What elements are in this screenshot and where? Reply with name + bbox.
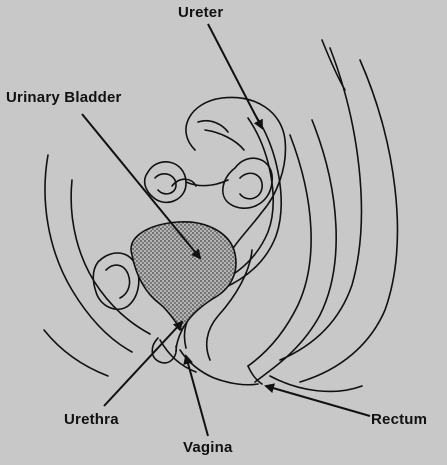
ovary-loop-right	[223, 158, 272, 208]
pubis-inner	[106, 265, 130, 298]
uterus-fold-2	[205, 130, 244, 150]
ureter-pointer	[208, 24, 262, 128]
back-contour	[322, 40, 345, 90]
ovary-loop-right-inner	[240, 173, 262, 199]
lower-contour	[44, 330, 108, 376]
label-urinary-bladder: Urinary Bladder	[6, 89, 122, 106]
pubis-outline	[93, 253, 139, 309]
ovary-loop-left	[145, 162, 186, 203]
uterus-fold	[198, 121, 228, 132]
urethra-pointer	[104, 322, 182, 406]
buttock-contour	[270, 376, 362, 391]
label-ureter: Ureter	[178, 4, 223, 21]
label-vagina: Vagina	[183, 439, 233, 456]
label-urethra: Urethra	[64, 411, 119, 428]
label-rectum: Rectum	[371, 411, 427, 428]
perineum-contour-2	[160, 340, 196, 372]
urethra-tube	[176, 330, 182, 352]
